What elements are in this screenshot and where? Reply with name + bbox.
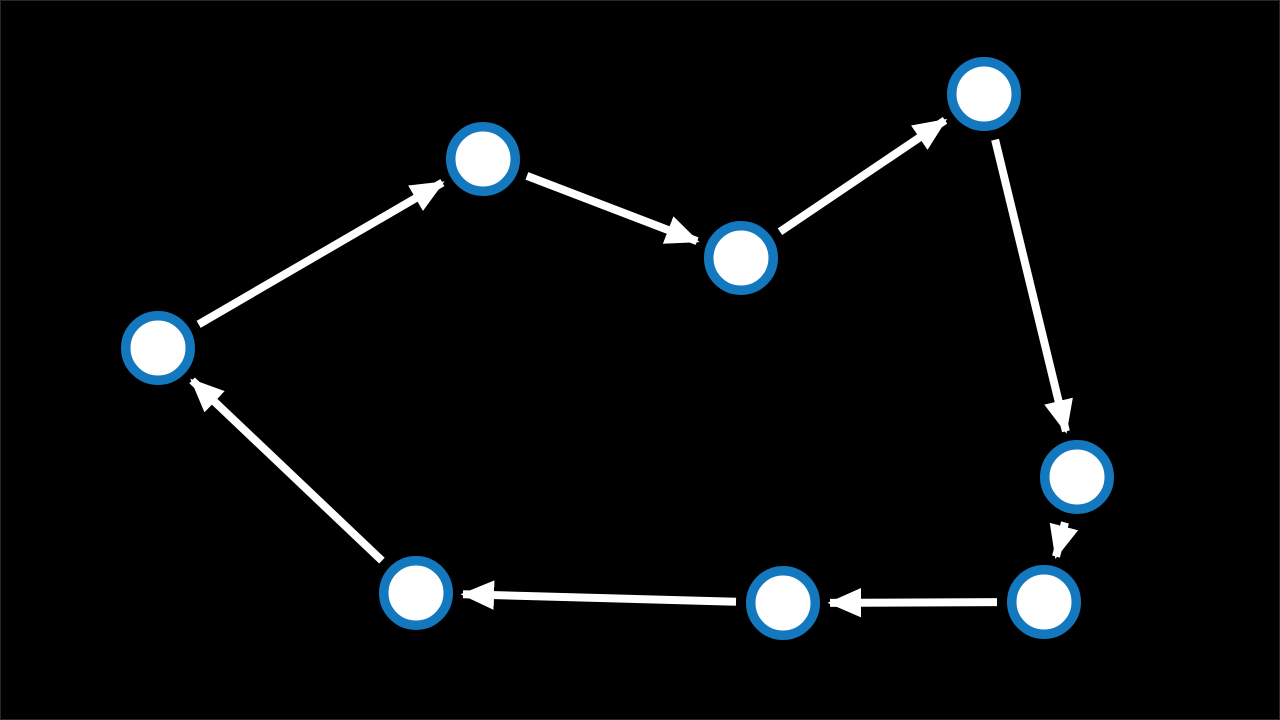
graph-edge-n2-n3 <box>525 172 700 245</box>
edge-layer <box>189 116 1079 618</box>
graph-node-n3 <box>704 221 778 295</box>
graph-node-n7 <box>746 566 820 640</box>
graph-node-n1 <box>121 311 195 385</box>
graph-node-n2 <box>446 122 520 196</box>
graph-edge-n1-n2 <box>196 179 445 328</box>
graph-edge-n8-n1 <box>189 377 385 564</box>
graph-edge-n5-n6 <box>1049 521 1079 559</box>
graph-edge-n4-n5 <box>991 138 1073 434</box>
graph-node-n6 <box>1007 565 1081 639</box>
graph-node-n5 <box>1040 440 1114 514</box>
graph-edge-n3-n4 <box>777 116 948 236</box>
node-layer <box>121 57 1114 640</box>
graph-edge-n6-n7 <box>827 588 998 618</box>
graph-edge-n7-n8 <box>460 580 737 610</box>
graph-node-n4 <box>947 57 1021 131</box>
graph-node-n8 <box>379 556 453 630</box>
